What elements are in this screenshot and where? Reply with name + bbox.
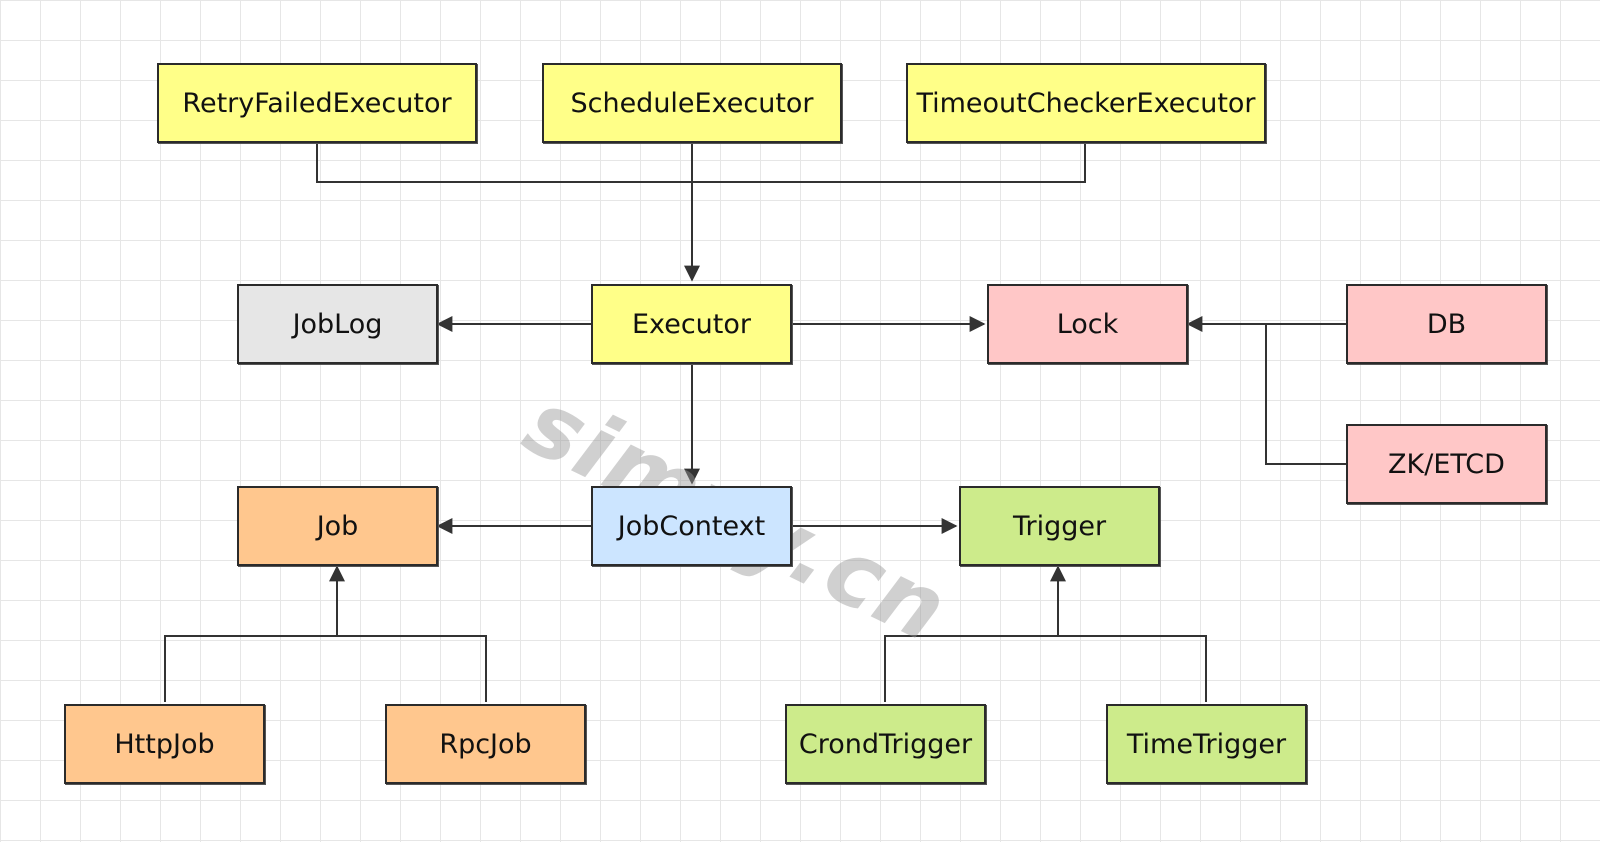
node-crond-trigger[interactable]: CrondTrigger	[785, 704, 986, 784]
node-job-context[interactable]: JobContext	[591, 486, 792, 566]
node-label: TimeTrigger	[1126, 728, 1287, 760]
node-zk-etcd[interactable]: ZK/ETCD	[1346, 424, 1547, 504]
node-label: ZK/ETCD	[1388, 448, 1505, 480]
node-label: Trigger	[1012, 510, 1107, 542]
node-label: RpcJob	[439, 728, 532, 760]
node-timeout-checker-executor[interactable]: TimeoutCheckerExecutor	[906, 63, 1266, 143]
connector-httpjob-rpcjob-merge	[164, 635, 487, 702]
node-label: ScheduleExecutor	[570, 87, 814, 119]
node-label: Job	[316, 510, 359, 542]
connector-retry-merge	[316, 142, 1086, 183]
node-job-log[interactable]: JobLog	[237, 284, 438, 364]
node-label: TimeoutCheckerExecutor	[916, 87, 1256, 119]
node-time-trigger[interactable]: TimeTrigger	[1106, 704, 1307, 784]
node-label: JobContext	[617, 510, 766, 542]
node-trigger[interactable]: Trigger	[959, 486, 1160, 566]
node-label: RetryFailedExecutor	[182, 87, 452, 119]
node-retry-failed-executor[interactable]: RetryFailedExecutor	[157, 63, 477, 143]
node-label: CrondTrigger	[798, 728, 973, 760]
node-lock[interactable]: Lock	[987, 284, 1188, 364]
node-schedule-executor[interactable]: ScheduleExecutor	[542, 63, 842, 143]
connector-triggers-merge	[884, 635, 1207, 702]
node-job[interactable]: Job	[237, 486, 438, 566]
node-label: JobLog	[292, 308, 383, 340]
node-label: HttpJob	[114, 728, 215, 760]
connector-zk-to-lock	[1265, 324, 1346, 465]
node-label: DB	[1426, 308, 1467, 340]
node-rpc-job[interactable]: RpcJob	[385, 704, 586, 784]
node-label: Lock	[1056, 308, 1119, 340]
node-http-job[interactable]: HttpJob	[64, 704, 265, 784]
node-db[interactable]: DB	[1346, 284, 1547, 364]
node-label: Executor	[632, 308, 751, 340]
node-executor[interactable]: Executor	[591, 284, 792, 364]
